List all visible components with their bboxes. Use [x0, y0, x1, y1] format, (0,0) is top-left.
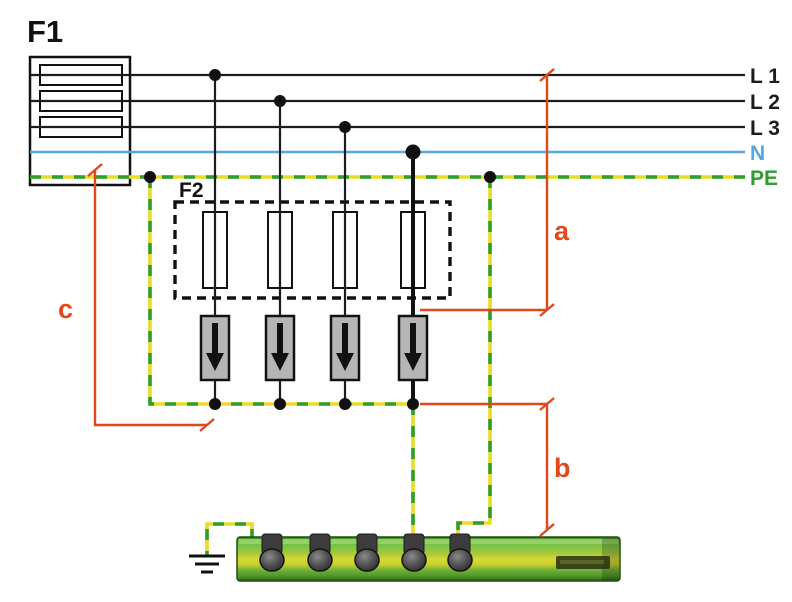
dimension-b-tick-top — [539, 397, 555, 411]
arrester-3-arrow-head — [336, 353, 354, 371]
junction-bus-3 — [339, 398, 351, 410]
busbar-body — [236, 536, 621, 582]
junction-pe-left — [144, 171, 156, 183]
label-l1: L 1 — [750, 65, 780, 88]
dimension-lines — [87, 68, 555, 537]
label-neutral: N — [750, 142, 765, 165]
label-pe: PE — [750, 167, 778, 190]
earth-ground-symbol — [189, 554, 225, 574]
backup-fuse-group-f2 — [173, 200, 452, 300]
busbar-print-label-text — [560, 560, 604, 564]
f1-enclosure — [28, 55, 132, 187]
earth-busbar — [236, 533, 621, 582]
arrester-4 — [397, 314, 429, 382]
label-dim-a: a — [554, 216, 570, 246]
pe-right-drop-yellow — [456, 177, 492, 542]
junction-bus-4 — [407, 398, 419, 410]
dimension-b-line — [420, 402, 549, 530]
arrester-3 — [329, 314, 361, 382]
dimension-c-tick-end — [199, 418, 215, 432]
arrester-1 — [199, 314, 231, 382]
label-l3: L 3 — [750, 117, 780, 140]
arrester-4-arrow-head — [404, 353, 422, 371]
label-f1: F1 — [27, 14, 63, 49]
label-dim-c: c — [58, 294, 73, 324]
arrester-2 — [264, 314, 296, 382]
f2-dashed-enclosure — [173, 200, 452, 300]
junction-neutral — [405, 144, 421, 160]
dimension-a-tick-bottom — [539, 303, 555, 317]
busbar-end-cap — [602, 538, 619, 580]
pe-left-drop-green — [148, 177, 413, 406]
dimension-a-line — [420, 75, 549, 312]
diagram-labels: F1 F2 L 1 L 2 L 3 N PE a b c — [27, 14, 780, 483]
junction-bus-2 — [274, 398, 286, 410]
label-dim-b: b — [554, 453, 571, 483]
surge-arresters — [199, 314, 429, 382]
junction-l2 — [274, 95, 286, 107]
dimension-c-line — [93, 170, 207, 427]
dimension-c-tick-top — [87, 163, 103, 177]
dimension-a-tick-top — [539, 68, 555, 82]
terminal-screw-2 — [307, 548, 333, 572]
junction-l3 — [339, 121, 351, 133]
junction-dots — [144, 69, 496, 410]
pe-bonding-conductors — [148, 177, 492, 556]
supply-conductors — [30, 73, 745, 179]
arrester-1-arrow-head — [206, 353, 224, 371]
terminal-screw-5 — [447, 548, 473, 572]
label-f2: F2 — [179, 179, 204, 202]
pe-right-drop-green — [456, 177, 492, 542]
terminal-screw-4 — [401, 548, 427, 572]
junction-bus-1 — [209, 398, 221, 410]
main-fuse-f1 — [28, 55, 132, 187]
terminal-screw-3 — [354, 548, 380, 572]
dimension-b-tick-bottom — [539, 523, 555, 537]
tap-conductors — [213, 75, 415, 404]
terminal-screw-1 — [259, 548, 285, 572]
label-l2: L 2 — [750, 91, 780, 114]
busbar-terminals — [259, 533, 473, 572]
junction-l1 — [209, 69, 221, 81]
pe-earth-wire-green — [205, 522, 254, 556]
junction-pe-right — [484, 171, 496, 183]
busbar-top-highlight — [239, 539, 618, 544]
arrester-2-arrow-head — [271, 353, 289, 371]
